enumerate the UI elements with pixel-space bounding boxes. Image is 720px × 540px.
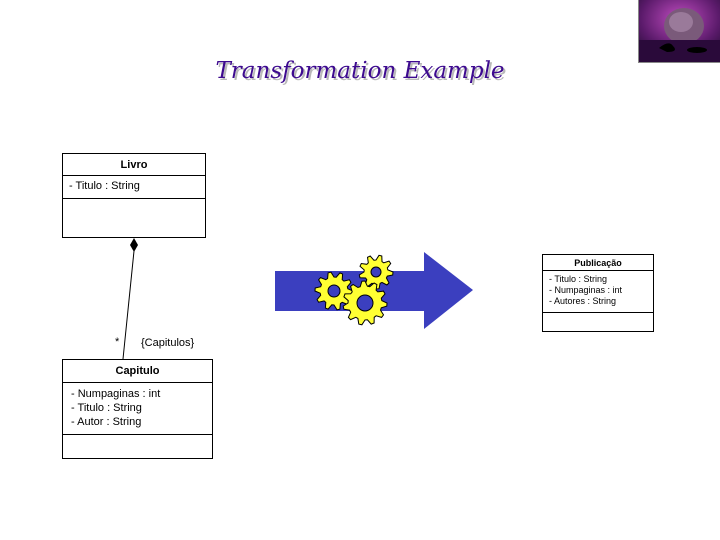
slide-title: Transformation Example xyxy=(215,58,505,84)
decorative-thumbnail xyxy=(638,0,720,63)
class-publicacao-attribute: - Titulo : String xyxy=(549,274,608,284)
association-multiplicity: * xyxy=(115,336,120,348)
class-livro-attributes: - Titulo : String xyxy=(63,176,205,199)
class-capitulo-attribute: - Titulo : String xyxy=(71,402,142,414)
class-livro-attribute: - Titulo : String xyxy=(69,180,140,192)
composition-line xyxy=(122,250,135,360)
class-livro: Livro - Titulo : String xyxy=(62,153,206,238)
lake-photo-icon xyxy=(639,0,720,62)
class-capitulo-attribute: - Autor : String xyxy=(71,416,142,428)
class-livro-name: Livro xyxy=(63,154,205,176)
gears-icon xyxy=(314,254,394,326)
class-capitulo: Capitulo - Numpaginas : int - Titulo : S… xyxy=(62,359,213,459)
class-publicacao-attribute: - Autores : String xyxy=(549,296,617,306)
gear-hub-icon xyxy=(327,284,341,298)
association-role: {Capitulos} xyxy=(141,337,195,349)
gear-hub-icon xyxy=(356,294,374,312)
class-publicacao-attributes: - Titulo : String - Numpaginas : int - A… xyxy=(543,271,653,313)
class-publicacao-attribute: - Numpaginas : int xyxy=(549,285,623,295)
class-publicacao-name: Publicação xyxy=(543,255,653,271)
gear-hub-icon xyxy=(370,266,382,278)
composition-diamond xyxy=(130,238,138,252)
class-capitulo-attributes: - Numpaginas : int - Titulo : String - A… xyxy=(63,383,212,435)
class-capitulo-attribute: - Numpaginas : int xyxy=(71,388,161,400)
class-capitulo-name: Capitulo xyxy=(63,360,212,383)
class-publicacao: Publicação - Titulo : String - Numpagina… xyxy=(542,254,654,332)
